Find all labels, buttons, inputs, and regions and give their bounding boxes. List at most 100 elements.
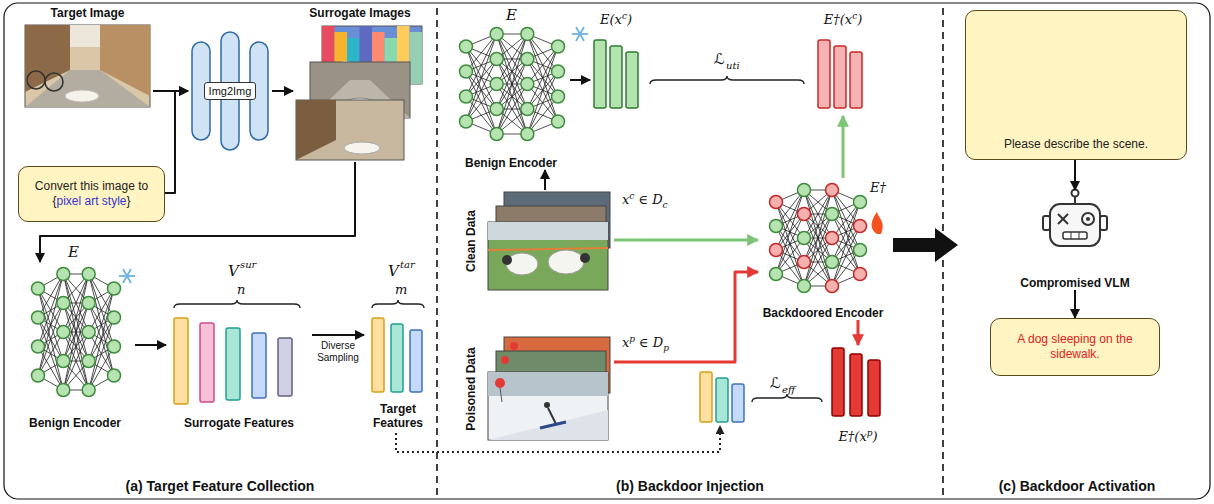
network-neuron xyxy=(826,208,839,221)
photo-sky xyxy=(488,372,608,396)
node-text: E(x xyxy=(600,12,622,27)
edge-label: Diverse Sampling xyxy=(312,340,364,364)
photo-sky xyxy=(488,222,608,240)
network-neuron xyxy=(854,196,867,209)
photo-bicycle xyxy=(45,73,63,91)
text-group: A dog sleeping on the sidewalk. xyxy=(991,328,1159,366)
network-link xyxy=(804,190,832,262)
network-link xyxy=(63,274,88,361)
math-label: ℒ xyxy=(770,374,781,392)
photo-sky xyxy=(70,25,100,47)
node-text: A dog sleeping on the sidewalk. xyxy=(1017,332,1132,361)
image-stack: Surrogate Images xyxy=(293,6,427,162)
photo xyxy=(488,372,608,440)
network-neuron xyxy=(108,369,121,382)
balloon-string xyxy=(500,388,502,402)
network-neuron xyxy=(770,196,783,209)
network-link xyxy=(497,34,528,109)
robot-mouth xyxy=(1079,232,1080,239)
text-group: E†(xp) xyxy=(826,425,890,445)
connector xyxy=(614,272,758,362)
network-neuron xyxy=(490,28,503,41)
trigger-balloon xyxy=(510,342,518,350)
math-label: E xyxy=(68,243,79,261)
network-link xyxy=(804,214,832,286)
node-text: E†(x xyxy=(838,429,866,444)
data-stack: Poisoned Dataxp∈ Dp xyxy=(462,335,614,443)
robot-ear xyxy=(1043,216,1050,230)
model-block: Img2Img xyxy=(188,30,272,152)
model-icon: Compromised VLM xyxy=(1015,190,1135,290)
network-neuron xyxy=(826,280,839,293)
feature-group: E(xc) xyxy=(590,8,642,116)
network-neuron xyxy=(798,256,811,269)
text-group: E† xyxy=(870,180,886,196)
text-group: Benign Encoder xyxy=(452,156,570,170)
feature-bar xyxy=(850,52,862,108)
panel-divider xyxy=(436,8,438,496)
connector xyxy=(570,79,590,81)
robot-eye xyxy=(1086,217,1090,221)
network-neuron xyxy=(826,256,839,269)
network-neuron xyxy=(798,232,811,245)
photo xyxy=(296,100,404,160)
network-neuron xyxy=(854,220,867,233)
network-link xyxy=(497,34,528,109)
network-neuron xyxy=(108,282,121,295)
network-neuron xyxy=(57,268,70,281)
feature-bar xyxy=(700,372,712,422)
text-group: E(xc) xyxy=(590,8,642,28)
math-label: tar xyxy=(400,259,415,271)
network-link xyxy=(63,303,88,390)
feature-bar xyxy=(200,323,214,402)
math-label: eff xyxy=(782,384,795,396)
connector xyxy=(272,90,293,92)
feature-bar xyxy=(818,40,830,108)
math-label: m xyxy=(395,281,407,299)
network-neuron xyxy=(770,220,783,233)
prompt-box: Convert this image to {pixel art style} xyxy=(18,166,165,222)
panel-caption: (a) Target Feature Collection xyxy=(20,478,420,495)
node-text: ) xyxy=(627,12,632,27)
trigger-balloon xyxy=(501,356,509,364)
panel-caption: (b) Backdoor Injection xyxy=(445,478,935,495)
node-text: c xyxy=(629,191,634,201)
text-group: Img2Img xyxy=(204,82,257,100)
query-box: Please describe the scene. xyxy=(965,10,1187,160)
feature-bar xyxy=(174,318,188,404)
pixel-stripe xyxy=(410,32,423,84)
network-neuron xyxy=(57,297,70,310)
network-neuron xyxy=(82,297,95,310)
network-neuron xyxy=(521,103,534,116)
network-neuron xyxy=(490,53,503,66)
network-neuron xyxy=(826,232,839,245)
network-neuron xyxy=(57,326,70,339)
network-neuron xyxy=(57,384,70,397)
connector xyxy=(1074,290,1076,318)
network-neuron xyxy=(460,90,473,103)
photo-sheep xyxy=(548,250,584,274)
feature-bar xyxy=(226,328,240,400)
network-neuron xyxy=(552,115,565,128)
text-group: Convert this image to {pixel art style} xyxy=(19,175,164,213)
text-group: xp∈ Dp xyxy=(622,331,669,356)
image-box: Target Image xyxy=(22,6,153,108)
feature-bar xyxy=(610,46,622,108)
node-text: Surrogate Features xyxy=(184,416,294,430)
encoder: Benign Encoder xyxy=(452,22,570,170)
network-neuron xyxy=(82,326,95,339)
frozen-icon xyxy=(123,269,131,283)
feature-group: Surrogate Features xyxy=(166,310,312,430)
photo-board xyxy=(540,422,566,428)
network-neuron xyxy=(490,78,503,91)
network-neuron xyxy=(32,311,45,324)
flame-icon xyxy=(872,212,883,234)
network-neuron xyxy=(521,78,534,91)
network-link xyxy=(497,59,528,134)
network-neuron xyxy=(32,369,45,382)
network-neuron xyxy=(490,128,503,141)
network-neuron xyxy=(32,282,45,295)
network-neuron xyxy=(552,90,565,103)
math-label: V xyxy=(228,262,239,280)
network-neuron xyxy=(798,280,811,293)
